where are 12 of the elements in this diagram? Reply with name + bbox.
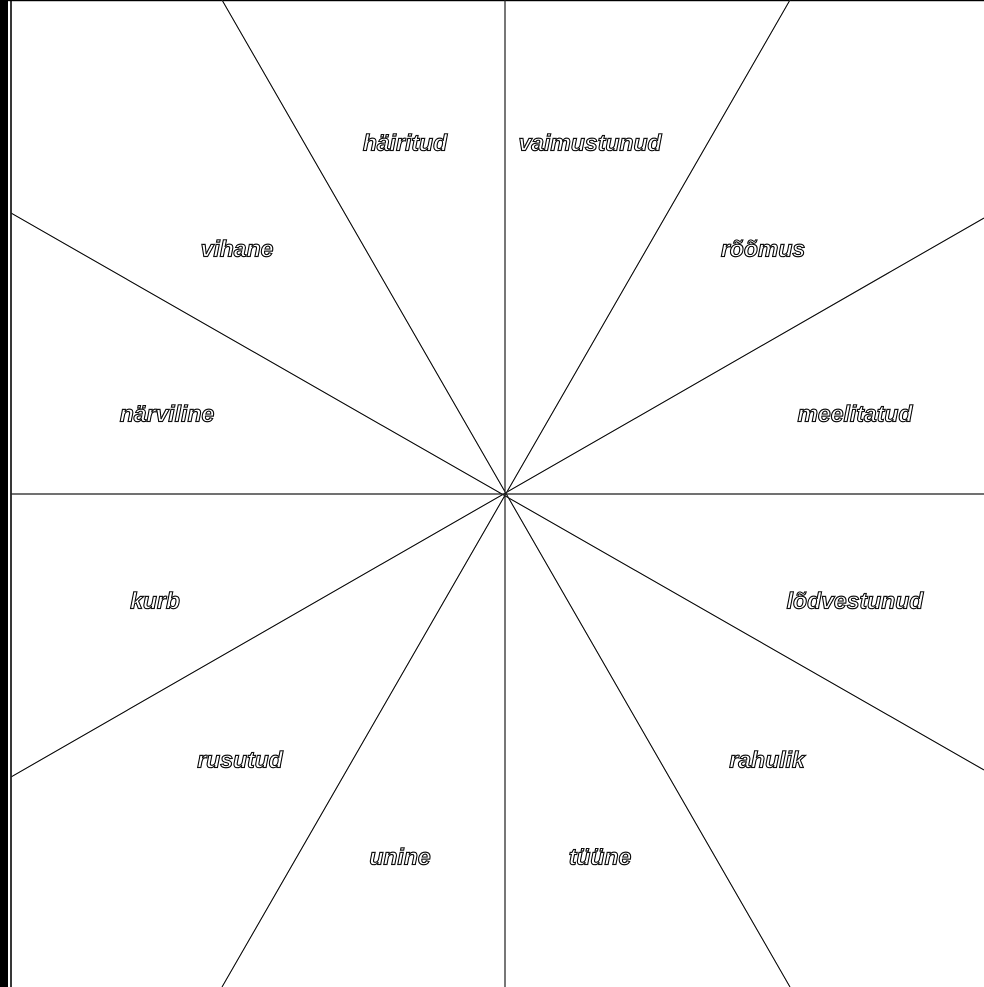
emotion-label: unine [369,846,431,868]
emotion-label: rusutud [197,748,283,772]
emotion-label: lõdvestunud [786,590,924,612]
emotion-label: närviline [120,402,214,426]
emotion-label: rahulik [729,748,805,772]
emotion-label: tüüne [568,846,632,868]
emotion-label: vaimustunud [518,132,662,154]
emotion-label: meelitatud [797,402,913,426]
emotion-label: rõõmus [720,238,806,260]
emotion-label: kurb [130,590,180,612]
emotion-label: vihane [200,238,274,260]
emotion-label: häiritud [362,132,448,154]
